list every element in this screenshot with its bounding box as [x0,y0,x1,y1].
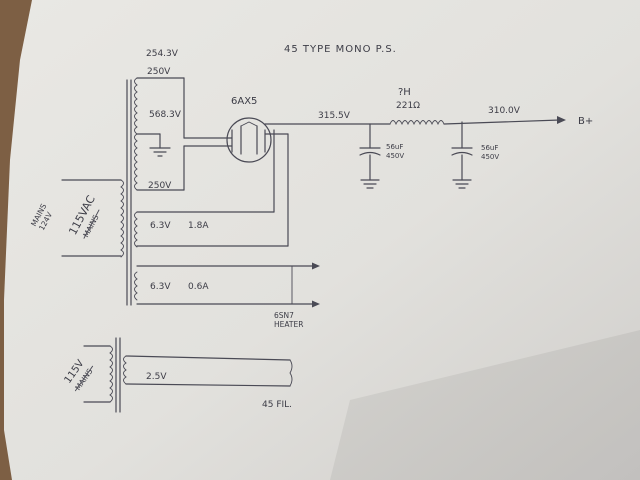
hv-lower-voltage: 250V [148,181,172,191]
filament-secondary-voltage: 2.5V [146,372,167,382]
fil-wire-top [125,355,291,361]
filament-transformer [83,337,127,413]
b-plus-arrow [557,116,566,124]
mains-strikethrough [83,209,100,239]
heater1-voltage: 6.3V [150,221,171,231]
choke-inductance: ?H [398,87,411,98]
capacitor-1-rating: 450V [386,152,404,160]
heater-note-line1: 6SN7 [274,311,294,320]
hv-transformer [120,77,138,306]
heater-note-line2: HEATER [274,320,303,329]
b-plus-label: B+ [578,116,593,127]
capacitor-2 [451,121,473,189]
filament-note: 45 FIL. [262,400,292,410]
heater2-current: 0.6A [188,282,209,292]
hv-top-voltage: 254.3V [146,49,179,59]
capacitor-2-value: 56uF [481,144,498,152]
choke-inductor [389,120,445,126]
heater1-current: 1.8A [188,221,209,231]
heater2-arrow-bottom [312,300,320,308]
rectifier-label: 6AX5 [231,96,257,107]
b-plus-wire [443,119,561,125]
capacitor-1-value: 56uF [386,143,403,151]
ground-symbol-ct [149,147,171,157]
rectifier-output-voltage: 315.5V [318,111,351,121]
paper-sheet [4,0,640,480]
output-voltage: 310.0V [488,106,521,116]
fil-wire-bottom [125,383,291,387]
filament-strikethrough [74,365,94,392]
paper-shadow [330,330,640,480]
capacitor-1 [359,123,381,189]
heater2-arrow-top [312,262,320,270]
diagram-title: 45 TYPE MONO P.S. [284,44,397,55]
fil-wire-end [289,359,293,387]
capacitor-2-rating: 450V [481,153,499,161]
choke-resistance: 221Ω [396,101,420,111]
hv-center-voltage: 568.3V [149,110,182,120]
heater2-voltage: 6.3V [150,282,171,292]
hv-secondary-voltage: 250V [147,67,171,77]
